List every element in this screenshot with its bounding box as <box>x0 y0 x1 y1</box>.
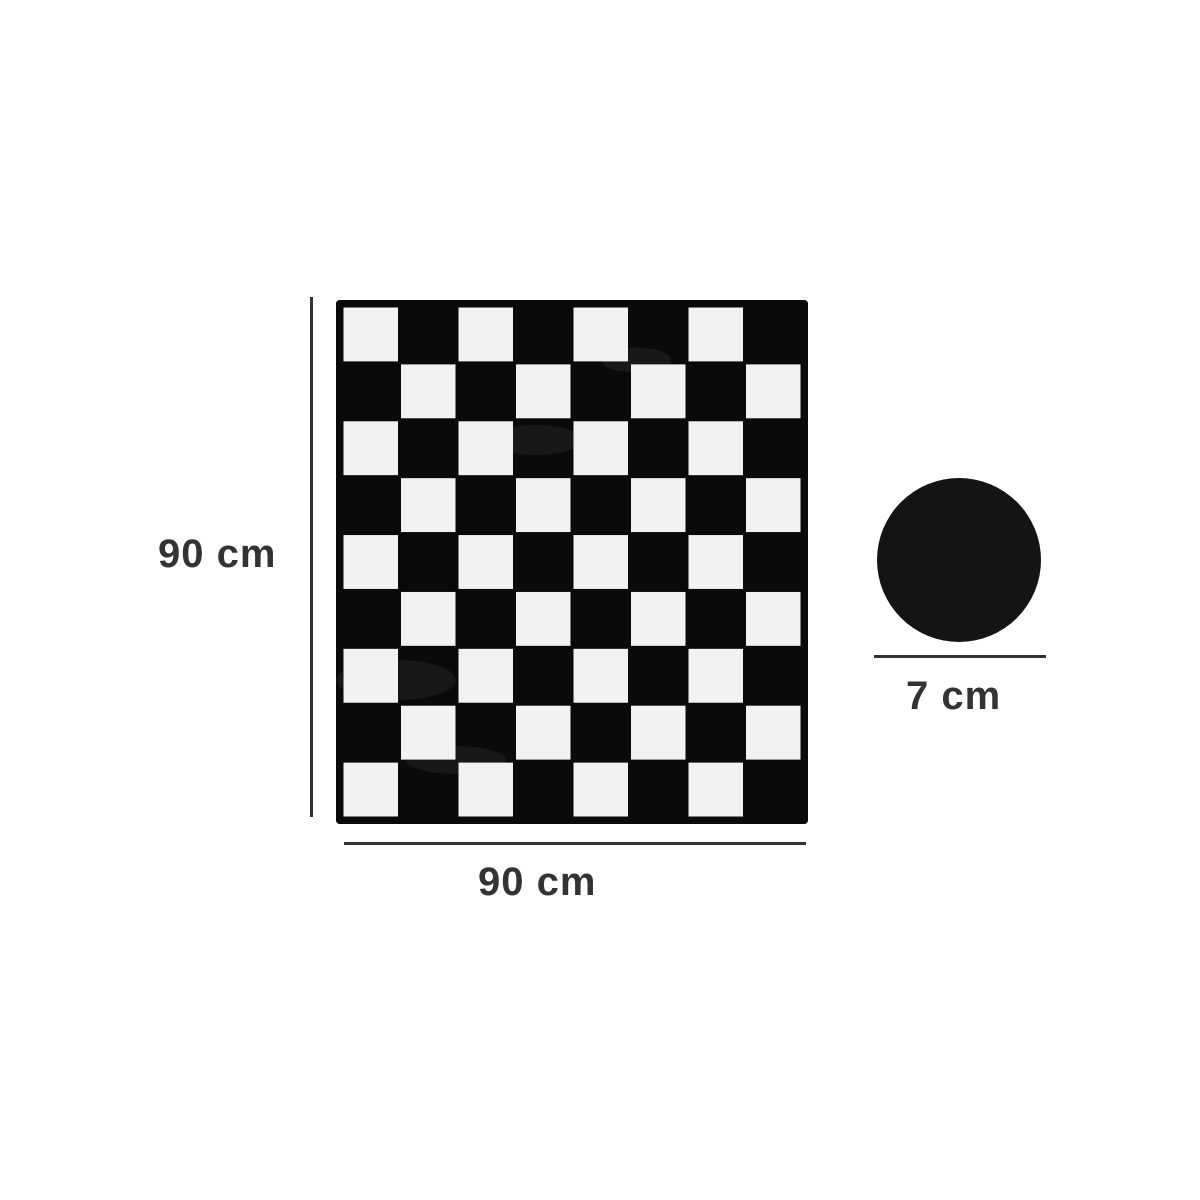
board-square-light <box>631 478 686 533</box>
board-square-light <box>573 421 628 476</box>
board-gloss-highlight <box>601 347 671 373</box>
board-square-light <box>688 535 743 589</box>
board-square-light <box>458 421 513 476</box>
board-square-light <box>516 591 571 646</box>
board-square-light <box>458 648 513 703</box>
board-square-light <box>631 364 686 419</box>
board-square-light <box>401 478 456 533</box>
board-square-light <box>516 705 571 760</box>
board-gloss-highlight <box>491 425 581 455</box>
board-square-light <box>401 705 456 760</box>
board-square-light <box>688 307 743 362</box>
board-square-light <box>401 364 456 419</box>
board-square-light <box>458 535 513 589</box>
board-square-light <box>343 648 398 703</box>
board-square-light <box>573 648 628 703</box>
board-square-light <box>573 535 628 589</box>
board-square-light <box>688 762 743 817</box>
height-dimension-label: 90 cm <box>158 532 277 576</box>
board-square-light <box>401 591 456 646</box>
disc-dimension-line <box>874 655 1046 658</box>
board-square-light <box>746 705 801 760</box>
board-square-light <box>631 705 686 760</box>
width-dimension-label: 90 cm <box>478 860 597 904</box>
board-square-light <box>688 648 743 703</box>
board-square-light <box>516 478 571 533</box>
disc-dimension-label: 7 cm <box>906 674 1002 718</box>
board-square-light <box>746 364 801 419</box>
board-square-light <box>343 535 398 589</box>
board-gloss-highlight <box>406 746 506 774</box>
board-gloss-highlight <box>336 660 456 700</box>
board-square-light <box>746 478 801 533</box>
board-square-light <box>343 307 398 362</box>
board-square-light <box>458 762 513 817</box>
board-square-light <box>746 591 801 646</box>
checkered-board <box>336 300 808 824</box>
board-square-light <box>343 762 398 817</box>
board-square-light <box>573 762 628 817</box>
board-square-light <box>343 421 398 476</box>
width-dimension-line <box>344 842 806 845</box>
board-square-light <box>458 307 513 362</box>
height-dimension-line <box>310 297 313 817</box>
game-disc <box>877 478 1041 642</box>
board-square-light <box>631 591 686 646</box>
board-square-light <box>688 421 743 476</box>
board-square-light <box>516 364 571 419</box>
board-square-light <box>573 307 628 362</box>
checkered-board-grid <box>336 300 808 824</box>
